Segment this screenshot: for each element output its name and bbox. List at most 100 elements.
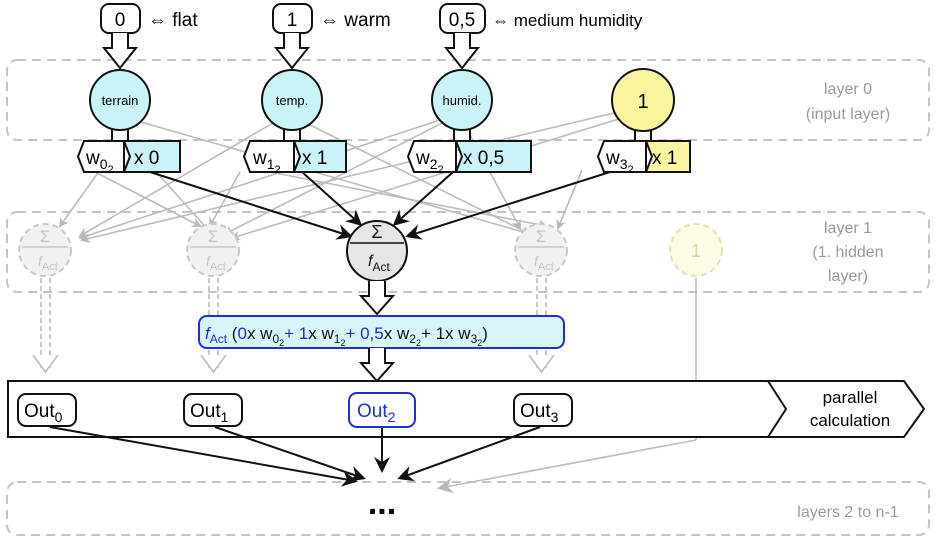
svg-text:fAct: fAct [38,253,58,273]
weight-box-1: w12 x 1 [242,140,347,176]
formula-term2-sub2: 2 [340,338,345,348]
node-bias: 1 [611,68,675,144]
svg-text:Out0: Out0 [24,401,63,425]
formula-term2-weight: x w [308,324,334,343]
output-3: Out3 [513,393,573,427]
output-1: Out1 [183,393,243,427]
node-humid: humid. [431,69,493,144]
formula-open: ( [227,324,238,343]
svg-text:fAct: fAct [368,253,390,274]
output-to-next-arrows [49,426,541,487]
weight-sub2: 2 [438,164,444,176]
formula-term4: + 1x w [421,324,471,343]
weight-sub2: 2 [275,164,281,176]
f-label: f [534,253,540,269]
formula-term3-sub: 2 [409,332,416,346]
node-temp: temp. [261,69,323,144]
formula-term1-sub: 0 [272,332,279,346]
hidden-node-3: Σ fAct [514,223,568,277]
layer1-sublabel: (1. hidden [812,244,883,261]
formula-term4-sub2: 2 [477,338,482,348]
svg-text:Out3: Out3 [520,401,559,425]
svg-text:Out1: Out1 [190,401,229,425]
bias-label: 1 [691,241,701,261]
f-label: f [368,253,374,270]
svg-text:w12: w12 [252,148,281,176]
formula-term3-weight: x w [384,324,410,343]
ellipsis: ... [368,484,396,522]
svg-text:w22: w22 [415,148,444,176]
weight-mult: x 0 [134,148,159,169]
weight-sub: 0 [100,156,108,172]
input-value: 0 [115,10,126,31]
sum-symbol: Σ [208,227,219,246]
node-label: 1 [637,91,648,113]
svg-text:w02: w02 [85,148,114,176]
f-sub: Act [42,261,58,273]
node-label: humid. [442,93,481,108]
formula-close: ) [482,324,488,343]
weight-mult: x 1 [652,148,677,169]
layer1-box [6,211,930,293]
formula-f: f [205,324,212,343]
weight-sub: 3 [620,156,628,172]
input-humid: 0,5 ⇔ medium humidity [439,3,643,70]
f-sub: Act [372,260,390,274]
formula-term3-value: + 0,5 [345,324,383,343]
weight-mult: x 1 [302,148,327,169]
weight-mult: x 0,5 [463,148,504,169]
formula-term3-sub2: 2 [416,338,421,348]
output-label: Out [357,401,388,422]
node-label: terrain [102,93,139,108]
parallel-chevron [767,380,788,438]
output-2: Out2 [348,392,416,428]
f-sub: Act [538,261,554,273]
formula-f-sub: Act [210,332,228,346]
f-sub: Act [210,261,226,273]
hidden-bias-node: 1 [669,223,723,277]
formula-term1-sub2: 2 [279,338,284,348]
weight-sub2: 2 [108,164,114,176]
f-label: f [38,253,44,269]
weight-w: w [85,148,100,169]
layer0-sublabel: (input layer) [806,106,890,123]
svg-text:fAct: fAct [534,253,554,273]
output-sub: 3 [551,409,559,425]
weight-sub: 1 [267,156,275,172]
hidden-node-1: Σ fAct [186,223,240,277]
svg-text:Out2: Out2 [357,401,396,425]
output-sub: 2 [388,409,396,425]
sum-symbol: Σ [371,222,382,242]
parallel-label-line2: calculation [810,411,890,430]
formula-term1-weight: x w [247,324,273,343]
formula-term4-sub: 3 [471,332,478,346]
node-label: temp. [276,93,309,108]
formula-to-output-arrow [358,348,396,383]
input-meaning: ⇔ warm [320,10,391,31]
output-label: Out [24,401,55,422]
sum-symbol: Σ [536,227,547,246]
formula-term2-value: + 1 [284,324,308,343]
input-meaning: ⇔ medium humidity [492,11,643,30]
weight-box-0: w02 x 0 [76,140,181,176]
input-meaning: ⇔ flat [148,10,198,31]
hidden-node-2-active: Σ fAct [346,220,408,282]
output-label: Out [190,401,221,422]
layers-rest-label: layers 2 to n-1 [797,504,898,521]
parallel-label-line1: parallel [823,388,878,407]
gray-connections [58,111,623,244]
weight-w: w [415,148,430,169]
layer1-label: layer 1 [824,220,872,237]
node-terrain: terrain [89,69,151,144]
layer1-sublabel-2: layer) [828,268,868,285]
active-to-formula-arrow [358,281,396,316]
output-label: Out [520,401,551,422]
weight-sub: 2 [430,156,438,172]
formula-term1-value: 0 [237,324,246,343]
weight-w: w [252,148,267,169]
input-value: 0,5 [449,10,475,31]
output-sub: 1 [221,409,229,425]
sum-symbol: Σ [40,227,51,246]
weight-box-2: w22 x 0,5 [406,140,532,176]
